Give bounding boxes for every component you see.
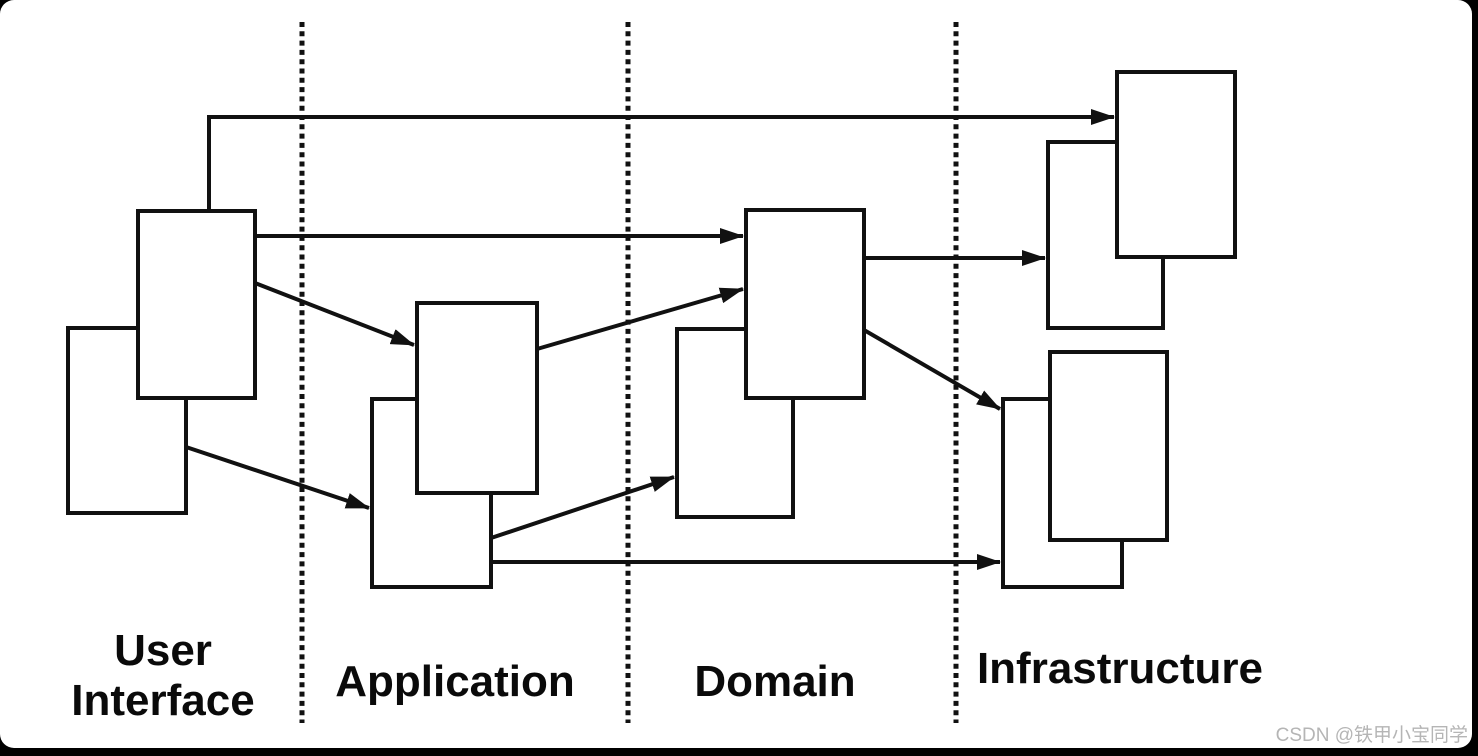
module-box-infrastructure-top-front bbox=[1115, 70, 1237, 259]
layer-label-infrastructure: Infrastructure bbox=[976, 644, 1264, 693]
layer-label-domain: Domain bbox=[694, 657, 856, 706]
csdn-watermark: CSDN @铁甲小宝同学 bbox=[1275, 725, 1468, 746]
layer-label-application: Application bbox=[335, 657, 575, 706]
dependency-arrow-ui-to-infrastructure-top bbox=[207, 109, 1115, 211]
dependency-arrow-application-to-domain-lower bbox=[490, 475, 675, 540]
dependency-arrow-ui-to-application-upper bbox=[254, 281, 415, 347]
module-box-application-front bbox=[415, 301, 539, 495]
dependency-arrow-ui-back-to-application-lower bbox=[185, 445, 370, 510]
module-box-infrastructure-bottom-front bbox=[1048, 350, 1169, 542]
module-box-domain-front bbox=[744, 208, 866, 400]
layer-label-user-interface: User Interface bbox=[71, 626, 255, 725]
dependency-arrow-domain-to-infrastructure-bottom bbox=[862, 328, 1002, 411]
dependency-arrow-application-to-domain-upper bbox=[536, 287, 744, 351]
module-box-user-interface-front bbox=[136, 209, 257, 400]
